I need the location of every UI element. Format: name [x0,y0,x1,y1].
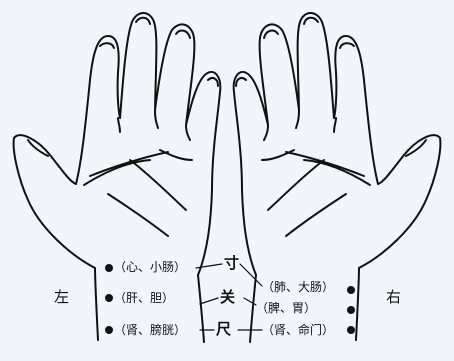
left-wrist-line [95,268,98,340]
left-guan-organs: （肝、胆） [114,292,174,304]
left-hand-outline [14,13,221,275]
cun-leader-right [240,264,262,286]
left-wrist-line-2 [198,275,204,342]
right-guan-organs: （脾、胃） [256,302,316,314]
guan-position-label: 关 [220,290,235,305]
left-chi-dot [105,326,113,334]
right-hand-outline [234,13,441,275]
left-cun-dot [105,264,113,272]
chi-position-label: 尺 [216,322,231,337]
right-cun-dot [347,286,355,294]
left-side-label: 左 [54,290,69,305]
guan-leader-left [200,298,218,304]
cun-position-label: 寸 [224,256,239,271]
right-guan-dot [347,306,355,314]
right-chi-organs: （肾、命门） [262,324,334,336]
cun-leader-left [196,264,222,268]
right-wrist-line [356,268,359,340]
left-chi-organs: （肾、膀胱） [114,324,186,336]
left-cun-organs: （心、小肠） [114,261,186,273]
left-guan-dot [105,294,113,302]
right-chi-dot [347,326,355,334]
right-cun-organs: （肺、大肠） [262,281,334,293]
right-side-label: 右 [386,290,401,305]
